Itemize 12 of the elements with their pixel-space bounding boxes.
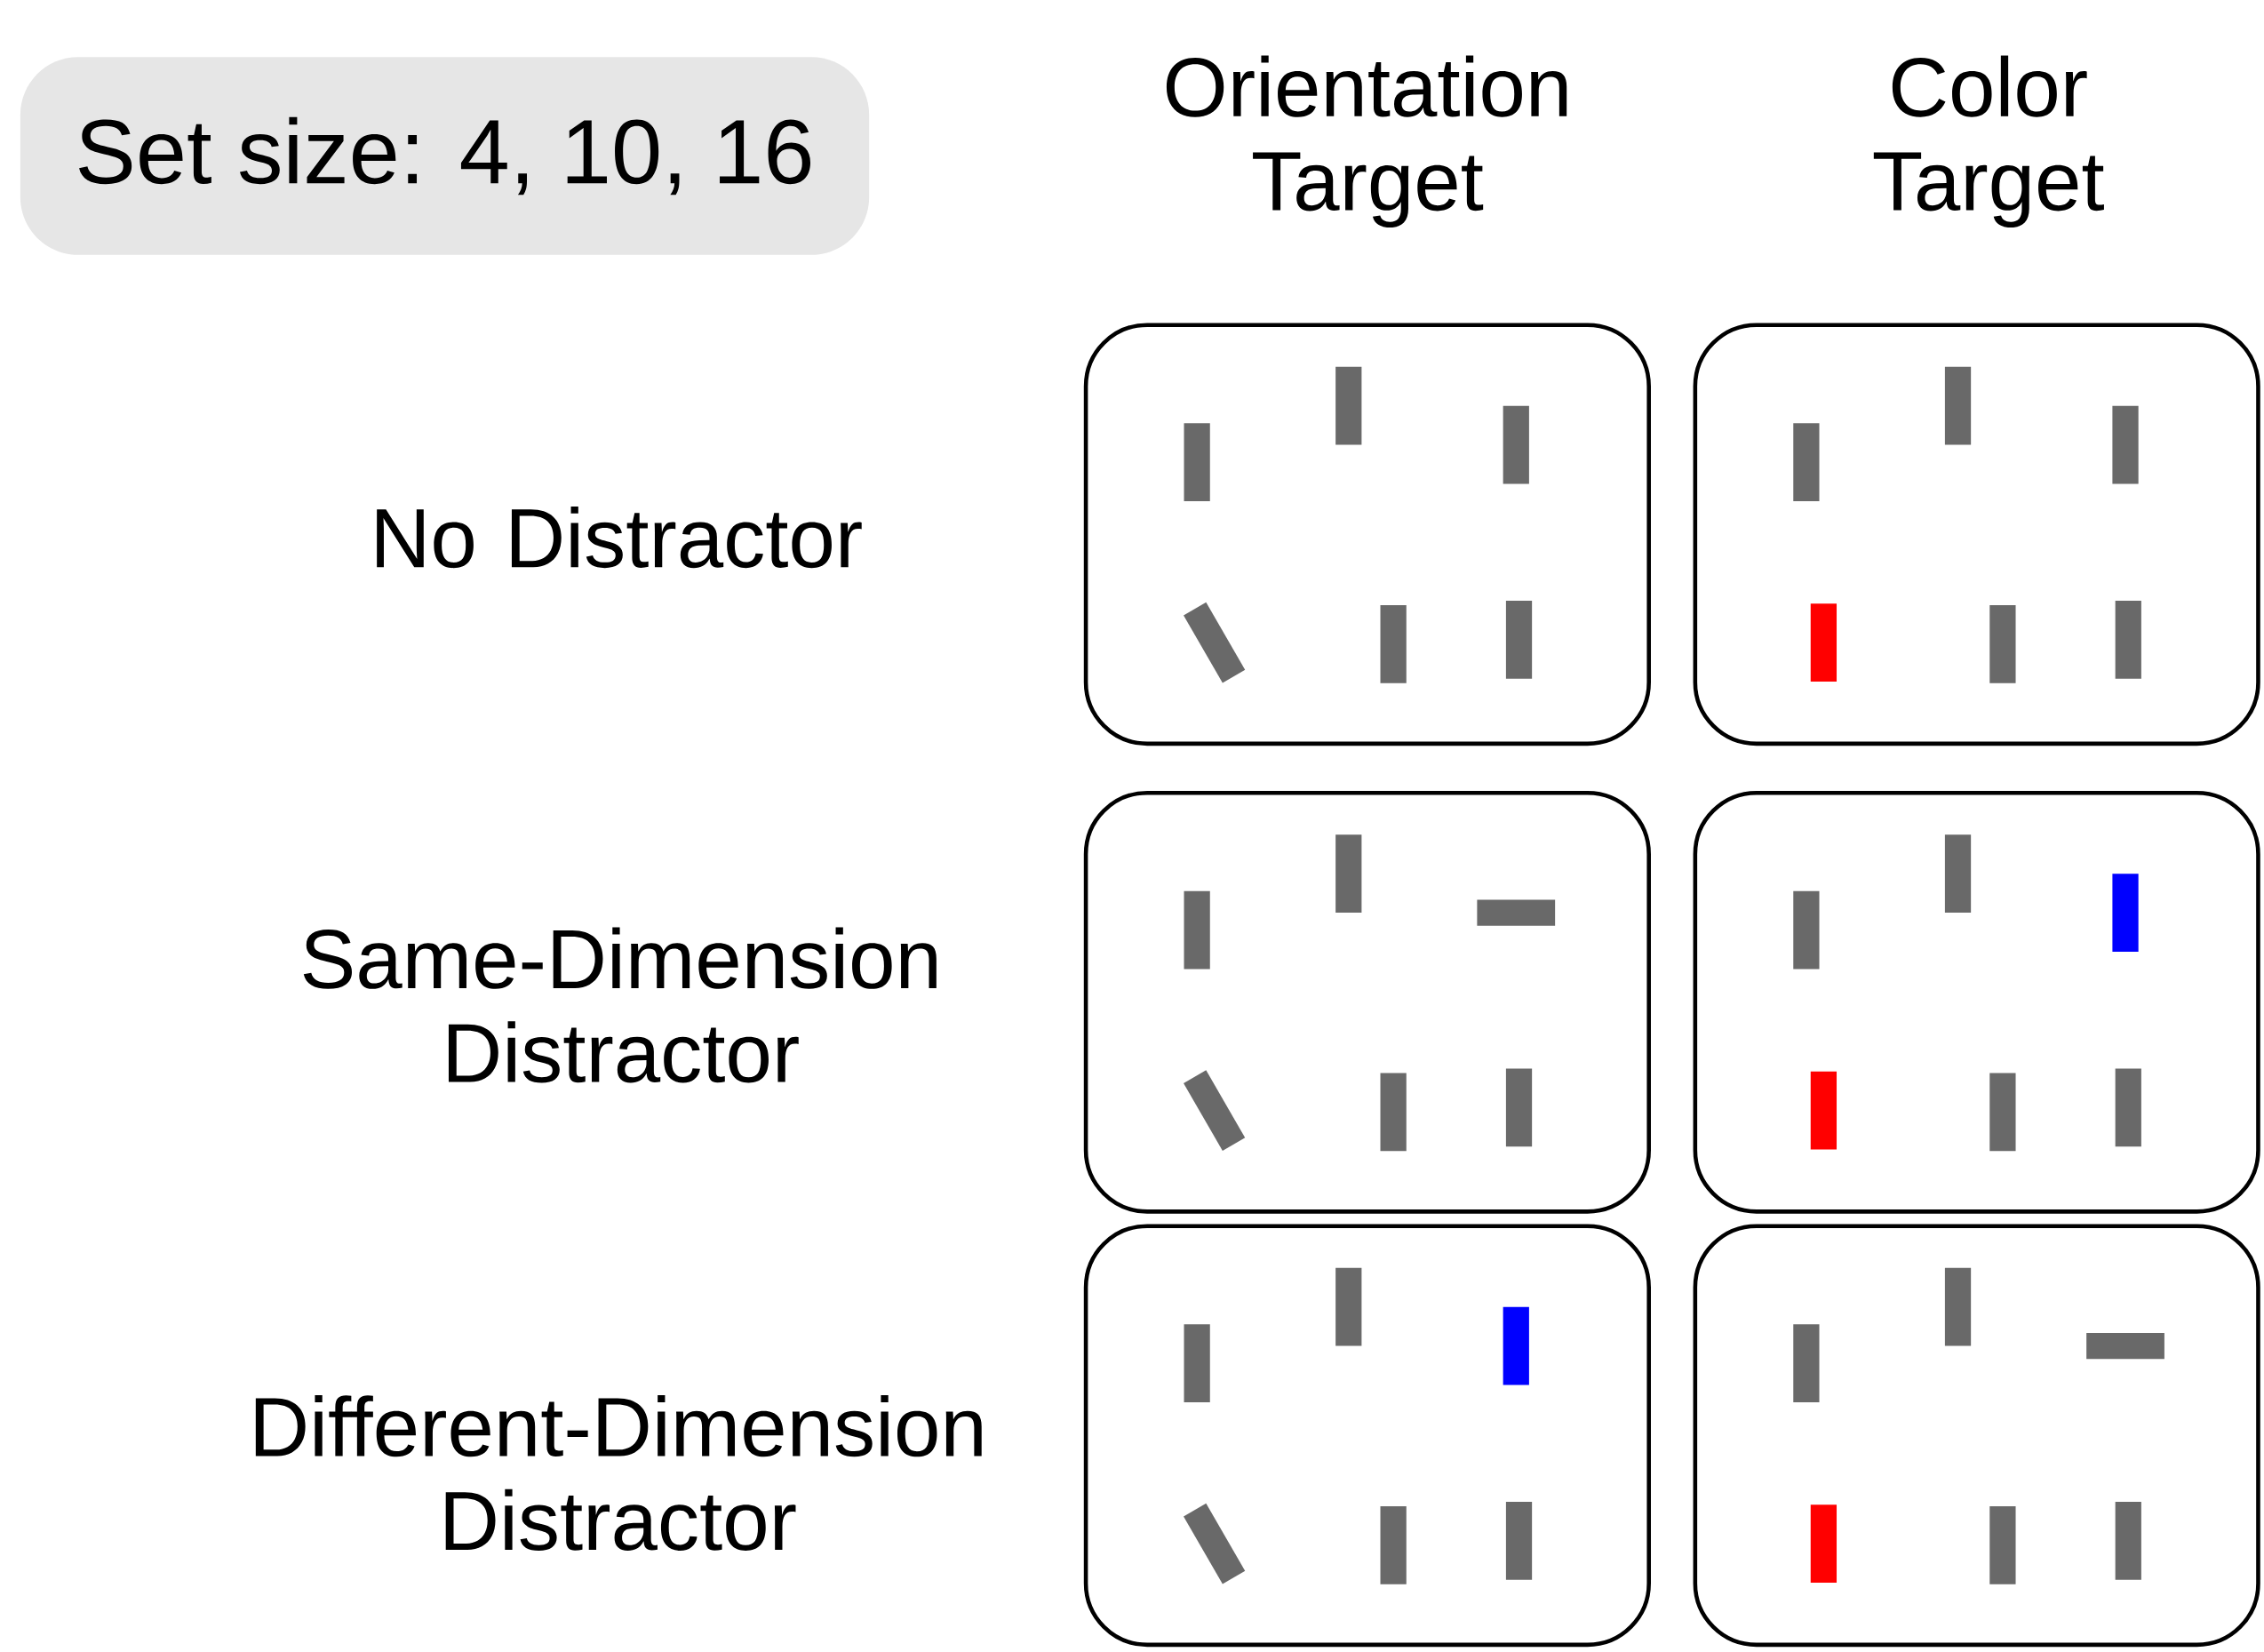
- search-display-frame: [1083, 323, 1651, 746]
- search-display-frame: [1693, 1224, 2260, 1648]
- set-size-box: Set size: 4, 10, 16: [20, 57, 870, 255]
- search-display-frame: [1083, 790, 1651, 1214]
- column-heading: Color Target: [1873, 55, 2104, 227]
- column-heading: Orientation Target: [1166, 55, 1567, 227]
- search-display-frame: [1693, 790, 2260, 1214]
- search-display-frame: [1083, 1224, 1651, 1648]
- row-label: Different-Dimension Distractor: [255, 1395, 982, 1551]
- search-display-frame: [1693, 323, 2260, 746]
- row-label: No Distractor: [377, 506, 862, 569]
- row-label: Same-Dimension Distractor: [303, 927, 937, 1083]
